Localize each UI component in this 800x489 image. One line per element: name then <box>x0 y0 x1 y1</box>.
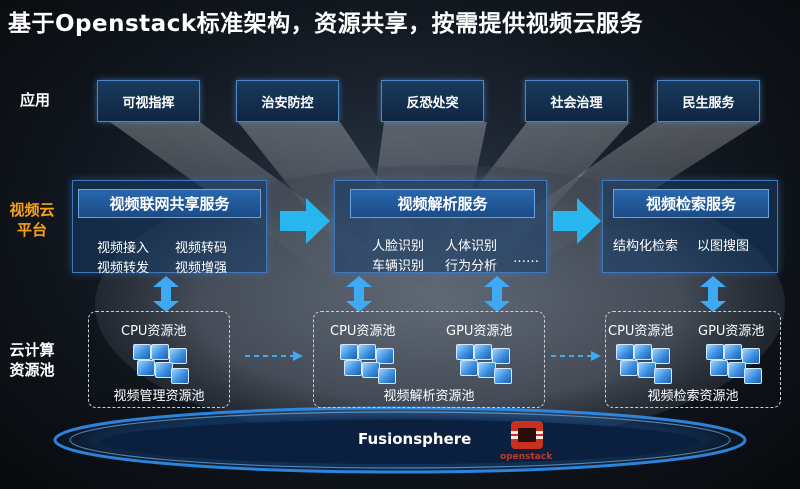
service-item: …… <box>513 251 539 266</box>
dashed-arrow-1 <box>245 351 303 361</box>
pool-label: GPU资源池 <box>698 324 765 339</box>
server-cluster-icon <box>616 344 672 388</box>
service-item: 视频转发 <box>97 261 150 276</box>
service-item: 视频接入 <box>97 241 150 256</box>
service-item: 行为分析 <box>445 259 498 274</box>
app-box-livelihood[interactable]: 民生服务 <box>657 80 760 122</box>
row-label-app: 应用 <box>19 91 50 109</box>
row-label-cloud: 云计算 资源池 <box>9 341 55 379</box>
service-item: 人体识别 <box>445 239 498 254</box>
pool-name: 视频解析资源池 <box>383 389 475 404</box>
page-title: 基于Openstack标准架构，资源共享，按需提供视频云服务 <box>8 11 644 37</box>
foundation-label: Fusionsphere <box>358 430 472 448</box>
app-box-antiterror[interactable]: 反恐处突 <box>381 80 484 122</box>
double-arrow-icon <box>700 276 726 312</box>
openstack-logo-text: openstack <box>500 452 553 462</box>
double-arrow-icon <box>484 276 510 312</box>
service-item: 车辆识别 <box>372 259 425 274</box>
server-cluster-icon <box>456 344 512 388</box>
server-cluster-icon <box>706 344 762 388</box>
app-box-command[interactable]: 可视指挥 <box>97 80 200 122</box>
pool-label: GPU资源池 <box>446 324 513 339</box>
service-title-analysis[interactable]: 视频解析服务 <box>350 189 535 218</box>
service-title-sharing[interactable]: 视频联网共享服务 <box>78 189 261 218</box>
service-item: 视频转码 <box>175 241 228 256</box>
double-arrow-icon <box>153 276 179 312</box>
service-panel-retrieval: 视频检索服务 结构化检索 以图搜图 <box>602 180 778 273</box>
double-arrow-icon <box>346 276 372 312</box>
service-item: 以图搜图 <box>697 239 750 254</box>
server-cluster-icon <box>340 344 396 388</box>
server-cluster-icon <box>133 344 189 388</box>
pool-name: 视频检索资源池 <box>647 389 739 404</box>
pool-name: 视频管理资源池 <box>113 389 205 404</box>
pool-box-management: CPU资源池 视频管理资源池 <box>88 311 230 408</box>
service-panel-analysis: 视频解析服务 人脸识别 人体识别 车辆识别 行为分析 …… <box>334 180 547 274</box>
service-item: 人脸识别 <box>372 239 425 254</box>
pool-label: CPU资源池 <box>608 324 674 339</box>
flow-arrow-right-1 <box>280 198 330 244</box>
flow-arrow-right-2 <box>553 198 601 244</box>
service-item: 结构化检索 <box>613 239 679 254</box>
row-label-platform: 视频云 平台 <box>9 201 55 239</box>
pool-label: CPU资源池 <box>121 324 187 339</box>
pool-label: CPU资源池 <box>330 324 396 339</box>
app-box-security[interactable]: 治安防控 <box>236 80 339 122</box>
pool-box-retrieval: CPU资源池 GPU资源池 视频检索资源池 <box>605 311 781 408</box>
service-panel-sharing: 视频联网共享服务 视频接入 视频转码 视频转发 视频增强 <box>72 180 267 276</box>
app-box-governance[interactable]: 社会治理 <box>525 80 628 122</box>
service-title-retrieval[interactable]: 视频检索服务 <box>613 189 769 218</box>
openstack-logo-icon <box>511 421 543 449</box>
dashed-arrow-2 <box>551 351 601 361</box>
pool-box-analysis: CPU资源池 GPU资源池 视频解析资源池 <box>313 311 545 408</box>
service-item: 视频增强 <box>175 261 228 276</box>
